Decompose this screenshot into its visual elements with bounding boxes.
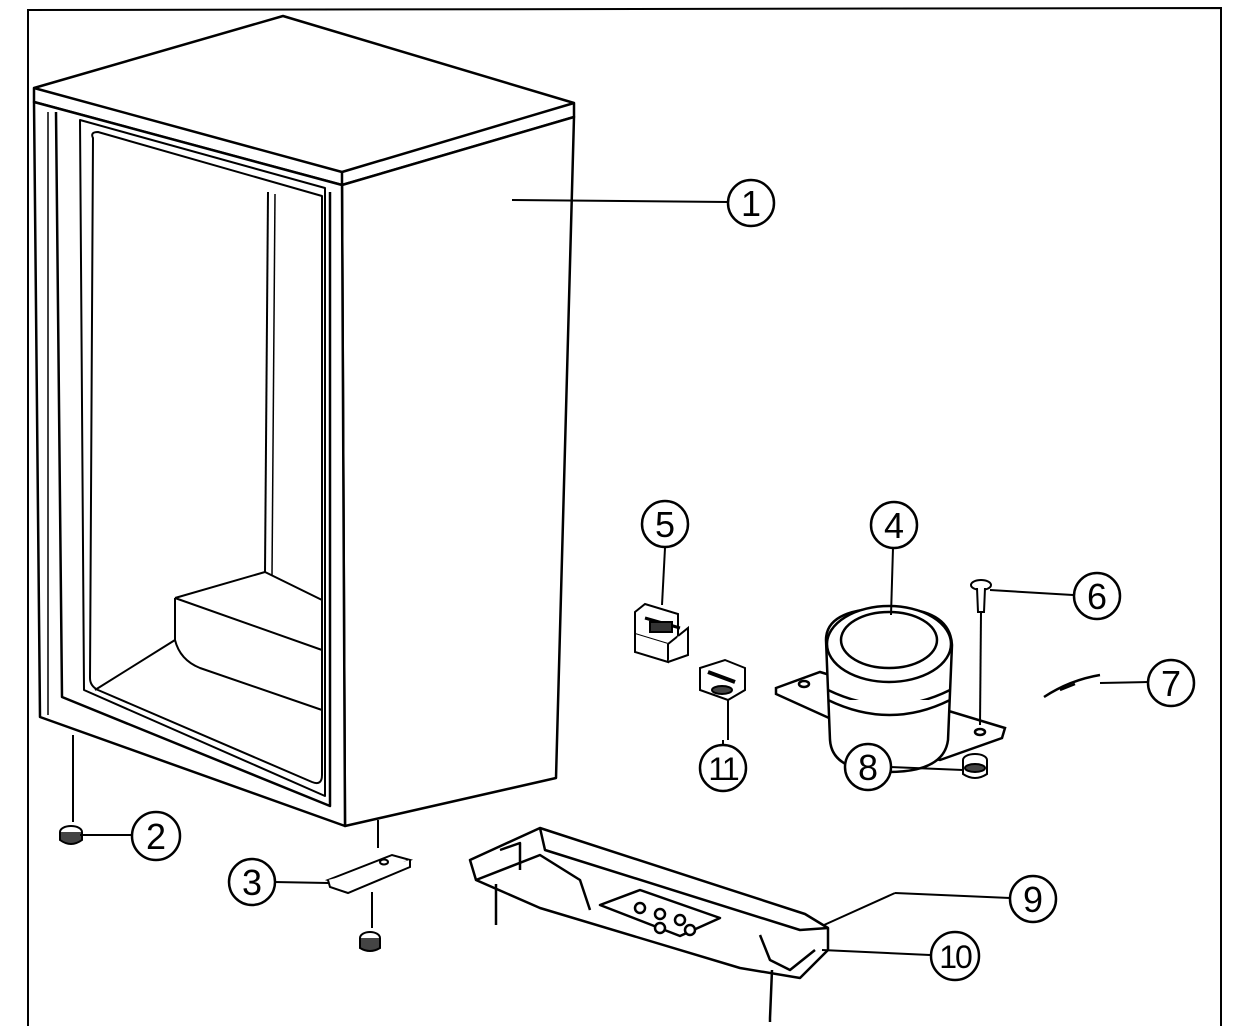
callout-6: 6 (1072, 571, 1122, 621)
overload-drawing (699, 658, 746, 740)
cabinet-drawing (32, 14, 576, 828)
callout-6-label: 6 (1087, 576, 1107, 617)
callout-4-label: 4 (884, 505, 904, 546)
screw-drawing (970, 579, 992, 726)
leader-4 (890, 547, 894, 616)
callout-7-label: 7 (1161, 663, 1181, 704)
callout-11-label: 11 (708, 751, 738, 787)
leader-6 (989, 589, 1074, 596)
leader-lines (80, 199, 1149, 956)
callout-3: 3 (227, 857, 277, 907)
callout-7: 7 (1146, 658, 1196, 708)
callout-2-label: 2 (146, 816, 166, 857)
frame-border (27, 6, 1222, 1026)
leader-9b (894, 892, 1011, 899)
leader-1 (511, 199, 729, 203)
callout-2: 2 (130, 810, 182, 862)
callout-8-label: 8 (858, 747, 878, 788)
leveling-foot-drawing (59, 735, 83, 845)
grommet-drawing (962, 753, 988, 779)
relay-drawing (634, 602, 689, 664)
callout-8: 8 (843, 742, 893, 792)
hinge-bracket-drawing (324, 820, 414, 952)
callout-3-label: 3 (242, 862, 262, 903)
callout-10-label: 10 (939, 939, 972, 975)
callout-1: 1 (726, 178, 776, 228)
callout-4: 4 (869, 500, 919, 550)
clip-drawing (1043, 673, 1101, 699)
callout-9: 9 (1008, 874, 1058, 924)
leader-7 (1099, 681, 1149, 684)
callout-9-label: 9 (1023, 879, 1043, 920)
callout-5-label: 5 (655, 504, 675, 545)
leader-8 (889, 766, 964, 771)
leader-3 (273, 881, 329, 884)
leader-5 (661, 547, 666, 606)
compressor-drawing (774, 604, 1007, 774)
callout-10: 10 (929, 930, 981, 982)
base-plate-drawing (468, 826, 830, 1022)
callout-11: 11 (698, 743, 748, 793)
leader-9a (823, 892, 896, 926)
leader-10 (821, 949, 931, 956)
callout-1-label: 1 (741, 183, 761, 224)
callout-5: 5 (640, 499, 690, 549)
